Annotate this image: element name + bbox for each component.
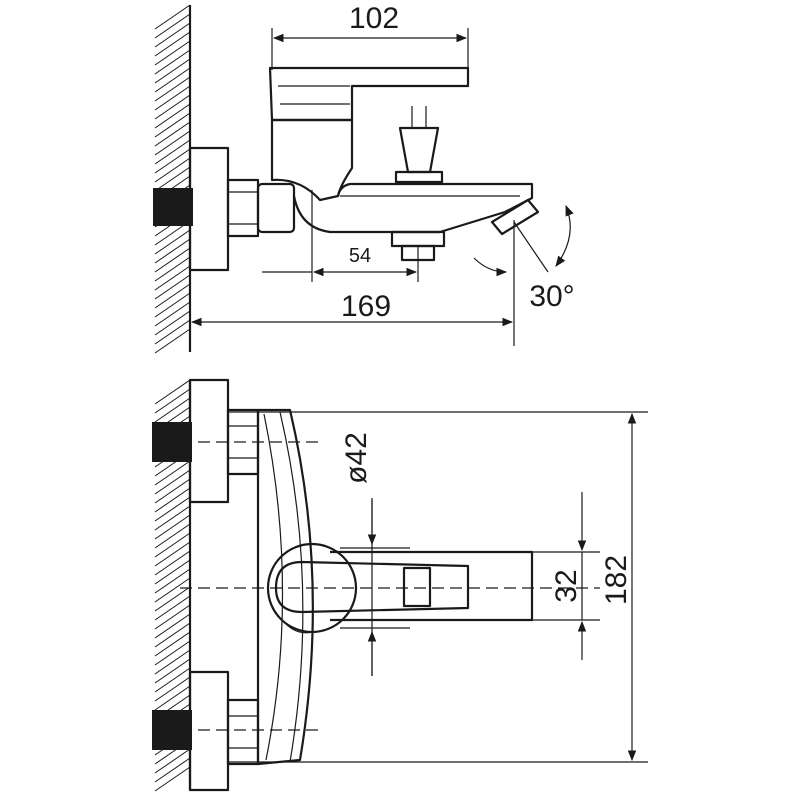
hatch-line <box>154 685 191 711</box>
hatch-line <box>154 274 191 300</box>
mixer-body-front <box>256 408 314 766</box>
hatch-line <box>154 283 191 309</box>
threaded-inlet-top <box>153 188 193 226</box>
hatch-line <box>154 166 191 192</box>
dimension-54: 54 <box>262 190 419 282</box>
lower-hex-nut <box>226 698 260 766</box>
hatch-line <box>154 58 191 84</box>
hatch-line <box>154 292 191 318</box>
hatch-line <box>154 4 191 30</box>
hatch-line <box>154 148 191 174</box>
hatch-line <box>154 478 191 504</box>
dimension-182: 182 <box>228 411 648 763</box>
dim-label-diameter-42: ø42 <box>340 432 373 484</box>
hatch-line <box>154 388 191 414</box>
hatch-line <box>154 487 191 513</box>
hatch-line <box>154 85 191 111</box>
lever-handle-side <box>268 66 470 122</box>
hatch-line <box>154 328 191 354</box>
spout-outlet <box>490 198 540 236</box>
hatch-line <box>154 757 191 783</box>
dimension-102: 102 <box>271 2 469 70</box>
dimension-angle-30: 30° <box>473 204 575 313</box>
mixer-body-side <box>270 118 354 202</box>
lower-flange <box>188 670 230 792</box>
hatch-line <box>154 13 191 39</box>
hatch-line <box>154 319 191 345</box>
dim-label-30deg: 30° <box>529 280 574 313</box>
hatch-line <box>154 301 191 327</box>
hatch-line <box>154 676 191 702</box>
hatch-line <box>154 49 191 75</box>
hatch-line <box>154 649 191 675</box>
dim-label-102: 102 <box>349 2 399 35</box>
hatch-line <box>154 541 191 567</box>
hatch-line <box>154 658 191 684</box>
hatch-line <box>154 532 191 558</box>
hatch-line <box>154 568 191 594</box>
hatch-line <box>154 622 191 648</box>
diverter-knob-side <box>394 106 444 184</box>
spout-front <box>330 550 534 622</box>
spout-side <box>292 182 534 234</box>
dim-label-54: 54 <box>349 245 371 267</box>
upper-flange <box>188 378 230 504</box>
hatch-line <box>154 76 191 102</box>
hatch-line <box>154 121 191 147</box>
hex-nut-top <box>226 178 260 238</box>
hatch-line <box>154 460 191 486</box>
hatch-line <box>154 496 191 522</box>
hatch-line <box>154 748 191 774</box>
hatch-line <box>154 631 191 657</box>
hatch-line <box>154 40 191 66</box>
hatch-line <box>154 559 191 585</box>
hatch-line <box>154 397 191 423</box>
hatch-line <box>154 640 191 666</box>
hatch-line <box>154 550 191 576</box>
hatch-line <box>154 265 191 291</box>
dimension-32: 32 <box>468 492 600 660</box>
dimension-diameter-42: ø42 <box>340 432 377 676</box>
connector-top <box>256 182 296 234</box>
hatch-line <box>154 523 191 549</box>
hatch-line <box>154 94 191 120</box>
handle-slot <box>402 566 432 608</box>
hatch-line <box>154 310 191 336</box>
hatch-line <box>154 103 191 129</box>
wall-flange-top <box>188 146 230 272</box>
dim-label-169: 169 <box>341 290 391 323</box>
hatch-line <box>154 586 191 612</box>
hatch-line <box>154 247 191 273</box>
hatch-line <box>154 604 191 630</box>
hatch-line <box>154 766 191 792</box>
hatch-line <box>154 157 191 183</box>
hatch-line <box>154 256 191 282</box>
hatch-line <box>154 130 191 156</box>
hatch-line <box>154 667 191 693</box>
hatch-line <box>154 505 191 531</box>
hatch-line <box>154 595 191 621</box>
hatch-line <box>154 514 191 540</box>
hatch-line <box>154 379 191 405</box>
hatch-line <box>154 238 191 264</box>
hatch-line <box>154 469 191 495</box>
hatch-line <box>154 31 191 57</box>
hatch-line <box>154 577 191 603</box>
hatch-line <box>154 139 191 165</box>
lever-handle-front <box>274 560 470 614</box>
dim-label-32: 32 <box>550 569 583 602</box>
hatch-line <box>154 67 191 93</box>
front-view: ø42 32 182 <box>152 378 648 792</box>
hatch-line <box>154 112 191 138</box>
dim-label-182: 182 <box>600 555 633 605</box>
hatch-line <box>154 229 191 255</box>
dimension-169: 169 <box>190 220 515 346</box>
hatch-line <box>154 613 191 639</box>
hatch-line <box>154 22 191 48</box>
side-view: 102 54 169 30° <box>153 2 575 354</box>
wall-hatching-top <box>154 4 192 354</box>
